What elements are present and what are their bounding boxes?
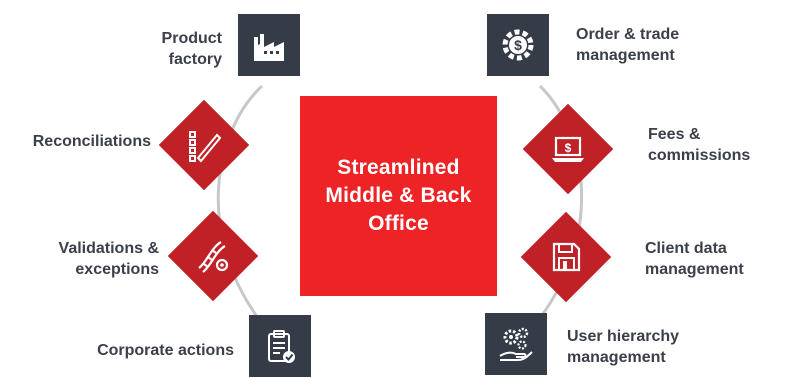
checklist-pen-icon [180, 121, 228, 169]
label-client-data-management: Client data management [645, 240, 744, 278]
dna-gear-icon [189, 232, 237, 280]
floppy-disk-icon [542, 233, 590, 281]
hand-gears-icon [485, 313, 547, 375]
dollar-gear-icon: $ [487, 14, 549, 76]
laptop-dollar-icon: $ [544, 125, 592, 173]
clipboard-check-icon [249, 315, 311, 377]
label-order-trade-management: Order & trade management [576, 26, 680, 64]
label-reconciliations: Reconciliations [32, 133, 151, 150]
label-product-factory: Product factory [161, 30, 222, 68]
label-corporate-actions: Corporate actions [97, 342, 234, 359]
svg-text:$: $ [514, 37, 522, 53]
label-fees-commissions: Fees & commissions [648, 126, 751, 164]
svg-text:$: $ [565, 141, 572, 155]
center-box: Streamlined Middle & Back Office [300, 96, 497, 296]
center-title: Streamlined Middle & Back Office [325, 156, 472, 235]
factory-icon [238, 14, 300, 76]
label-user-hierarchy-management: User hierarchy management [567, 328, 680, 366]
label-validations-exceptions: Validations & exceptions [58, 240, 159, 278]
